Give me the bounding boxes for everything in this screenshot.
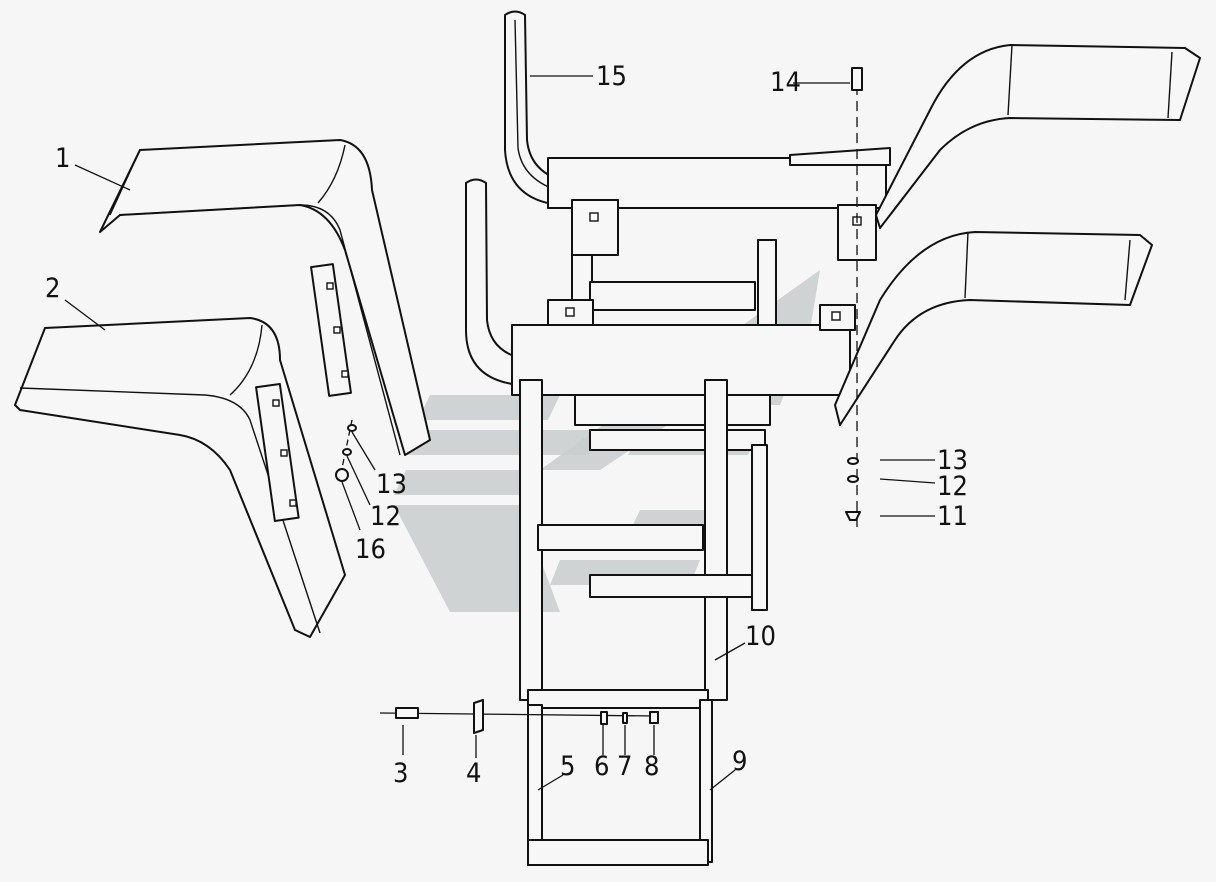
fender-part-2	[14, 317, 346, 638]
callout-12-left: 12	[370, 501, 401, 532]
callout-13-right: 13	[937, 445, 968, 476]
callout-14: 14	[770, 67, 801, 98]
callout-8: 8	[644, 751, 659, 782]
fender-part-1	[99, 139, 431, 456]
ladder-part-10	[519, 379, 768, 701]
callout-15: 15	[596, 61, 627, 92]
callout-6: 6	[594, 751, 609, 782]
callout-1: 1	[55, 143, 70, 174]
callout-5: 5	[560, 751, 575, 782]
bottom-step-part-9	[527, 689, 713, 866]
callout-7: 7	[617, 751, 632, 782]
fender-right-upper	[875, 44, 1201, 229]
handrail-lower	[465, 178, 521, 386]
callout-16: 16	[355, 534, 386, 565]
callout-12-right: 12	[937, 471, 968, 502]
callout-4: 4	[466, 758, 481, 789]
callout-10: 10	[745, 621, 776, 652]
callout-2: 2	[45, 273, 60, 304]
leader-lines	[64, 75, 936, 791]
fastener-assembly	[379, 699, 659, 734]
fender-right-lower	[834, 231, 1153, 426]
callout-9: 9	[732, 746, 747, 777]
callout-13-left: 13	[376, 469, 407, 500]
callout-3: 3	[393, 758, 408, 789]
callout-labels: 1 2 3 4 5 6 7 8 9 10 11 12 12 13 13 14 1…	[45, 61, 968, 789]
right-fastener-stack	[845, 67, 863, 528]
callout-11: 11	[937, 501, 968, 532]
left-fastener-stack	[335, 419, 357, 482]
